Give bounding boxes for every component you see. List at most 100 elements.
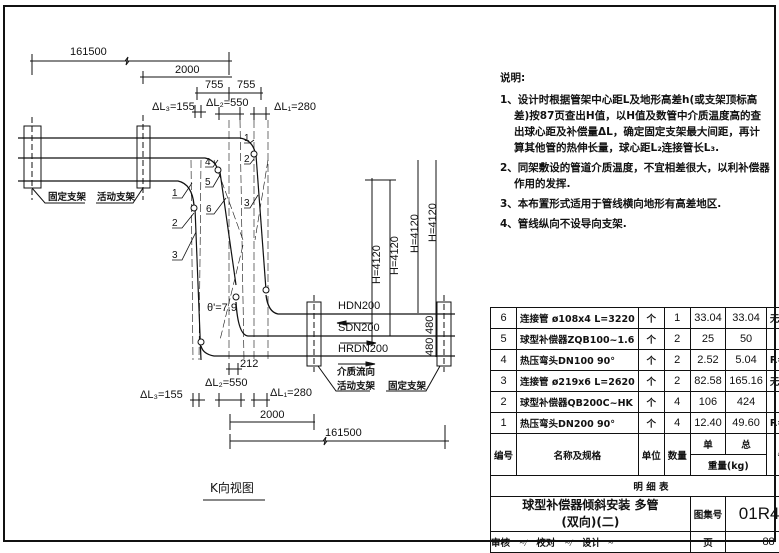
bom-remark [766, 392, 779, 413]
bom-no: 1 [491, 413, 517, 434]
bom-caption: 明 细 表 [491, 476, 779, 497]
bom-no: 6 [491, 308, 517, 329]
bom-unit: 个 [638, 350, 664, 371]
page-number: 88 [726, 532, 779, 553]
bom-unit-weight: 12.40 [690, 413, 726, 434]
label-fixed-support-right: 固定支架 [388, 380, 427, 392]
spacing-label-2: 480 [424, 338, 436, 356]
atlas-label: 图集号 [690, 497, 726, 532]
header-no: 编号 [491, 434, 517, 476]
note-item-2: 2、同架敷设的管道介质温度，不宜相差很大，以利补偿器作用的发挥. [500, 160, 770, 192]
bom-remark: R=300 [766, 413, 779, 434]
bom-qty: 4 [664, 392, 690, 413]
bom-qty: 4 [664, 413, 690, 434]
bom-remark: R=150 [766, 350, 779, 371]
bom-name: 连接管 ø108x4 L=3220 [517, 308, 639, 329]
bom-unit: 个 [638, 329, 664, 350]
angle-label: θ'=7.9 [207, 302, 237, 314]
callout-5: 5 [205, 177, 211, 188]
bom-total-weight: 424 [726, 392, 767, 413]
bom-no: 2 [491, 392, 517, 413]
callout-1a: 1 [172, 188, 178, 199]
bom-remark: 无缝钢管 [766, 371, 779, 392]
header-weight: 重量(kg) [690, 455, 766, 476]
dim-total-bottom: 161500 [325, 427, 362, 439]
bom-qty: 1 [664, 308, 690, 329]
notes-title: 说明: [500, 70, 770, 86]
label-flow-direction: 介质流向 [336, 366, 375, 378]
note-item-1: 1、设计时根据管架中心距L及地形高差h(或支架顶标高差)按87页查出H值，以H值… [500, 92, 770, 156]
check-label: 校对 [536, 538, 555, 549]
label-sliding-support-right: 活动支架 [337, 380, 376, 392]
label-sliding-support-left: 活动支架 [97, 191, 136, 203]
bom-unit: 个 [638, 392, 664, 413]
bom-unit-weight: 25 [690, 329, 726, 350]
callout-1b: 1 [244, 133, 250, 144]
bom-qty: 2 [664, 350, 690, 371]
h-label-2: H=4120 [389, 236, 401, 275]
label-fixed-support-left: 固定支架 [48, 191, 87, 203]
bom-name: 连接管 ø219x6 L=2620 [517, 371, 639, 392]
header-unit: 单位 [638, 434, 664, 476]
pipe-label-sdn200: SDN200 [338, 322, 380, 334]
bom-remark: 无缝钢管 [766, 308, 779, 329]
callout-3a: 3 [172, 250, 178, 261]
review-label: 审核 [491, 538, 510, 549]
dim-dl3-bottom: ΔL₃=155 [140, 389, 183, 401]
callout-4: 4 [205, 157, 211, 168]
signature-cell: 审核 ~/ 校对 ~/ 设计 ~ [491, 532, 691, 553]
header-qty: 数量 [664, 434, 690, 476]
drawing-title-line1: 球型补偿器倾斜安装 多管 [494, 497, 687, 514]
bom-unit: 个 [638, 413, 664, 434]
pipe-label-hrdn200: HRDN200 [338, 343, 388, 355]
drawing-title-line2: (双向)(二) [494, 514, 687, 531]
dim-dl3-top: ΔL₃=155 [152, 101, 195, 113]
atlas-number: 01R413 [726, 497, 779, 532]
dim-dl1-top: ΔL₁=280 [274, 101, 316, 113]
notes-block: 说明: 1、设计时根据管架中心距L及地形高差h(或支架顶标高差)按87页查出H值… [500, 70, 770, 236]
bom-unit-weight: 106 [690, 392, 726, 413]
pipe-label-hdn200: HDN200 [338, 300, 380, 312]
bom-total-weight: 5.04 [726, 350, 767, 371]
dim-dl1-bottom: ΔL₁=280 [270, 387, 312, 399]
bom-no: 3 [491, 371, 517, 392]
bom-total-weight: 33.04 [726, 308, 767, 329]
dimension-lines [30, 52, 449, 449]
h-label-1: H=4120 [371, 245, 383, 284]
bom-unit-weight: 82.58 [690, 371, 726, 392]
dim-offset: 212 [240, 358, 258, 370]
note-item-4: 4、管线纵向不设导向支架. [500, 216, 770, 232]
callout-6: 6 [206, 204, 212, 215]
bom-name: 热压弯头DN100 90° [517, 350, 639, 371]
bom-unit: 个 [638, 308, 664, 329]
bom-unit-weight: 33.04 [690, 308, 726, 329]
dim-span-bottom: 2000 [260, 409, 284, 421]
supports-left [24, 115, 150, 203]
dim-half-a: 755 [205, 79, 223, 91]
bom-name: 球型补偿器QB200C~HK [517, 392, 639, 413]
header-unit-weight: 单 [690, 434, 726, 455]
bom-unit: 个 [638, 371, 664, 392]
view-title: K向视图 [210, 480, 254, 495]
dim-span-top: 2000 [175, 64, 199, 76]
note-item-3: 3、本布置形式适用于管线横向地形有高差地区. [500, 196, 770, 212]
bom-no: 4 [491, 350, 517, 371]
header-remark: 备 注 [766, 434, 779, 476]
h-label-4: H=4120 [427, 203, 439, 242]
callout-2b: 2 [244, 154, 250, 165]
header-total-weight: 总 [726, 434, 767, 455]
bom-qty: 2 [664, 371, 690, 392]
bom-remark [766, 329, 779, 350]
bom-total-weight: 50 [726, 329, 767, 350]
bom-unit-weight: 2.52 [690, 350, 726, 371]
bom-no: 5 [491, 329, 517, 350]
dim-dl2-top: ΔL₂=550 [206, 97, 249, 109]
pipes-lower [201, 295, 455, 356]
callout-3b: 3 [244, 198, 250, 209]
bom-qty: 2 [664, 329, 690, 350]
